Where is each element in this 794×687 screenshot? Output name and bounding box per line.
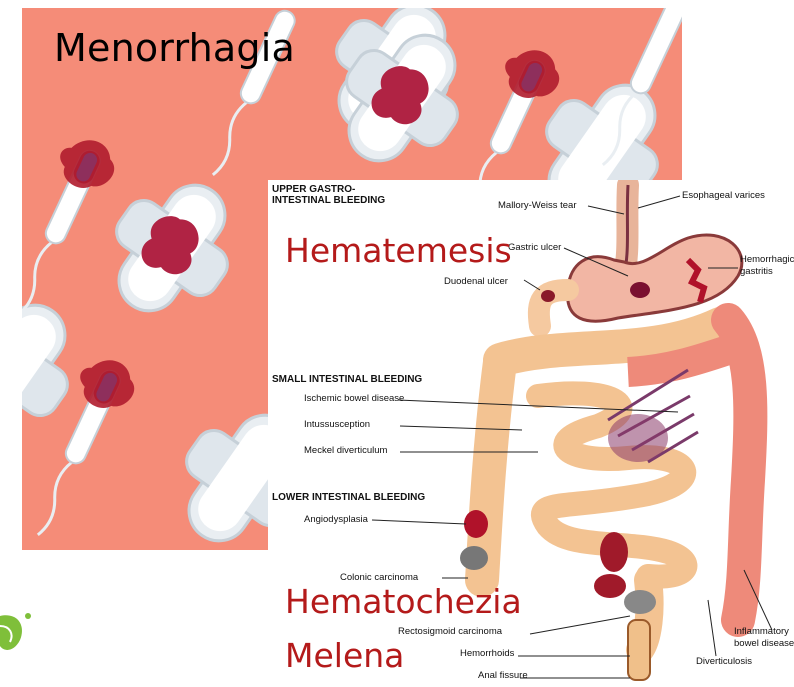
label-ischemic-bowel: Ischemic bowel disease: [304, 393, 404, 404]
label-meckel: Meckel diverticulum: [304, 445, 387, 456]
upper-gi-header-line1: UPPER GASTRO-: [272, 184, 355, 195]
label-esophageal-varices: Esophageal varices: [682, 190, 765, 201]
label-rectosigmoid: Rectosigmoid carcinoma: [398, 626, 502, 637]
hematochezia-label: Hematochezia: [285, 582, 522, 621]
label-intussusception: Intussusception: [304, 419, 370, 430]
green-leaf-logo-icon: [0, 606, 34, 656]
label-hemorrhagic-gastritis-1: Hemorrhagic: [740, 254, 794, 265]
small-intestinal-header: SMALL INTESTINAL BLEEDING: [272, 374, 422, 385]
menorrhagia-title: Menorrhagia: [54, 26, 295, 70]
label-angiodysplasia: Angiodysplasia: [304, 514, 368, 525]
lower-intestinal-header: LOWER INTESTINAL BLEEDING: [272, 492, 425, 503]
melena-label: Melena: [285, 636, 404, 675]
label-hemorrhoids: Hemorrhoids: [460, 648, 514, 659]
label-hemorrhagic-gastritis-2: gastritis: [740, 266, 773, 277]
label-ibd-1: Inflammatory: [734, 626, 789, 637]
label-anal-fissure: Anal fissure: [478, 670, 528, 681]
hematemesis-label: Hematemesis: [285, 231, 512, 270]
label-mallory-weiss: Mallory-Weiss tear: [498, 200, 576, 211]
label-gastric-ulcer: Gastric ulcer: [508, 242, 561, 253]
upper-gi-header-line2: INTESTINAL BLEEDING: [272, 195, 385, 206]
label-diverticulosis: Diverticulosis: [696, 656, 752, 667]
label-ibd-2: bowel disease: [734, 638, 794, 649]
label-duodenal-ulcer: Duodenal ulcer: [444, 276, 508, 287]
